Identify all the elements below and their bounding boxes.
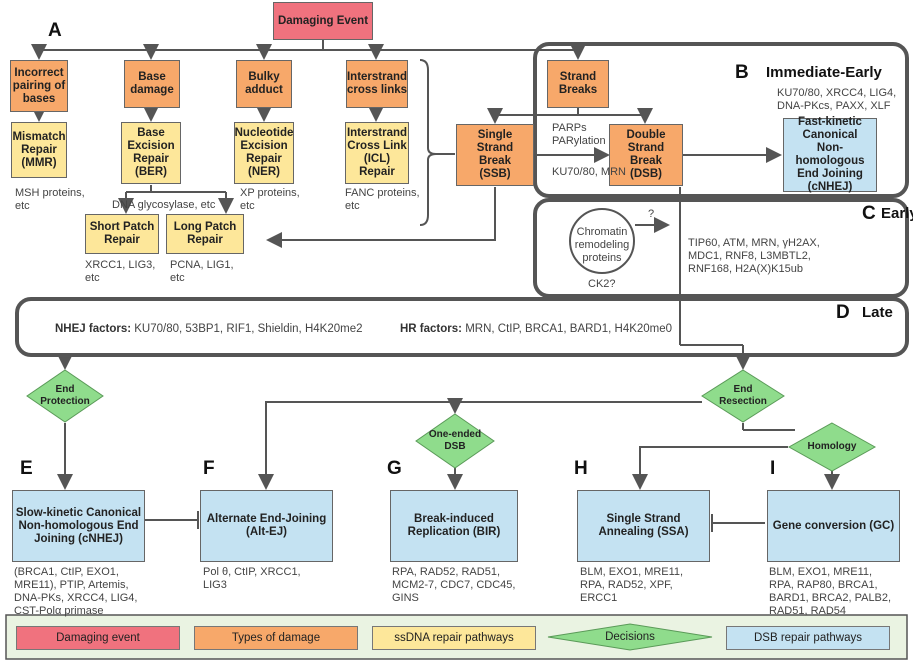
label-f: F bbox=[203, 458, 215, 479]
legend-ssdna: ssDNA repair pathways bbox=[372, 626, 536, 650]
ck2-note: CK2? bbox=[588, 278, 616, 290]
gc-box: Gene conversion (GC) bbox=[767, 490, 900, 562]
g-note: RPA, RAD52, RAD51, MCM2-7, CDC7, CDC45, … bbox=[392, 566, 516, 604]
one-ended-dsb-label: One-ended DSB bbox=[428, 429, 482, 452]
bir-box: Break-induced Replication (BIR) bbox=[390, 490, 518, 562]
legend-damaging-event: Damaging event bbox=[16, 626, 180, 650]
late-panel bbox=[15, 297, 909, 357]
legend-types-of-damage: Types of damage bbox=[194, 626, 358, 650]
one-ended-dsb-diamond bbox=[415, 413, 495, 469]
ner-note: XP proteins, etc bbox=[240, 187, 300, 212]
fast-cnhej-box: Fast-kinetic Canonical Non-homologous En… bbox=[783, 116, 877, 193]
h-note: BLM, EXO1, MRE11, RPA, RAD52, XPF, ERCC1 bbox=[580, 566, 684, 604]
label-h: H bbox=[574, 458, 588, 479]
chromatin-label: Chromatin remodeling proteins bbox=[574, 226, 630, 264]
ber-box: Base Excision Repair (BER) bbox=[121, 122, 181, 184]
hr-factors: HR factors: MRN, CtIP, BRCA1, BARD1, H4K… bbox=[400, 323, 672, 335]
question-mark: ? bbox=[648, 208, 655, 220]
end-protection-diamond bbox=[26, 369, 104, 423]
end-protection-label: End Protection bbox=[40, 384, 90, 407]
early-panel bbox=[533, 198, 909, 298]
ssb-box: Single Strand Break (SSB) bbox=[456, 124, 534, 186]
short-patch-box: Short Patch Repair bbox=[85, 214, 159, 254]
e-note: (BRCA1, CtIP, EXO1, MRE11), PTIP, Artemi… bbox=[14, 566, 138, 617]
legend-dsb: DSB repair pathways bbox=[726, 626, 890, 650]
fast-cnhej-note: KU70/80, XRCC4, LIG4, DNA-PKcs, PAXX, XL… bbox=[777, 87, 897, 112]
label-e: E bbox=[20, 458, 33, 479]
long-patch-box: Long Patch Repair bbox=[166, 214, 244, 254]
icl-note: FANC proteins, etc bbox=[345, 187, 420, 212]
label-i: I bbox=[770, 458, 776, 479]
end-resection-label: End Resection bbox=[719, 384, 767, 407]
early-factors-note: TIP60, ATM, MRN, γH2AX, MDC1, RNF8, L3MB… bbox=[688, 237, 820, 275]
label-g: G bbox=[387, 458, 402, 479]
homology-diamond bbox=[787, 422, 877, 472]
label-c: C bbox=[862, 203, 876, 224]
interstrand-box: Interstrand cross links bbox=[346, 60, 408, 108]
i-note: BLM, EXO1, MRE11, RPA, RAP80, BRCA1, BAR… bbox=[769, 566, 892, 617]
dsb-box: Double Strand Break (DSB) bbox=[609, 124, 683, 186]
immediate-early-panel bbox=[533, 42, 909, 198]
legend-decisions: Decisions bbox=[605, 631, 655, 643]
phase-early: Early bbox=[881, 205, 913, 222]
end-resection-diamond bbox=[701, 369, 785, 423]
homology-label: Homology bbox=[807, 441, 857, 452]
long-patch-note: PCNA, LIG1, etc bbox=[170, 259, 234, 284]
strand-breaks-box: Strand Breaks bbox=[547, 60, 609, 108]
ner-box: Nucleotide Excision Repair (NER) bbox=[234, 122, 294, 184]
nhej-factors: NHEJ factors: KU70/80, 53BP1, RIF1, Shie… bbox=[55, 323, 362, 335]
slow-cnhej-box: Slow-kinetic Canonical Non-homologous En… bbox=[12, 490, 145, 562]
nhej-factors-values: KU70/80, 53BP1, RIF1, Shieldin, H4K20me2 bbox=[134, 323, 363, 335]
damaging-event-box: Damaging Event bbox=[273, 2, 373, 40]
nhej-factors-label: NHEJ factors: bbox=[55, 323, 132, 335]
alt-ej-box: Alternate End-Joining (Alt-EJ) bbox=[200, 490, 333, 562]
bulky-adduct-box: Bulky adduct bbox=[236, 60, 292, 108]
hr-factors-values: MRN, CtIP, BRCA1, BARD1, H4K20me0 bbox=[465, 323, 673, 335]
mmr-box: Mismatch Repair (MMR) bbox=[11, 122, 67, 178]
incorrect-pairing-box: Incorrect pairing of bases bbox=[10, 60, 68, 112]
phase-immediate-early: Immediate-Early bbox=[766, 64, 882, 81]
ssa-box: Single Strand Annealing (SSA) bbox=[577, 490, 710, 562]
mmr-note: MSH proteins, etc bbox=[15, 187, 85, 212]
legend-decision-diamond bbox=[547, 623, 713, 651]
label-a: A bbox=[48, 20, 62, 41]
short-patch-note: XRCC1, LIG3, etc bbox=[85, 259, 156, 284]
icl-box: Interstrand Cross Link (ICL) Repair bbox=[345, 122, 409, 184]
ber-note: DNA glycosylase, etc bbox=[112, 199, 216, 211]
chromatin-circle bbox=[569, 208, 635, 274]
label-d: D bbox=[836, 302, 850, 323]
hr-factors-label: HR factors: bbox=[400, 323, 462, 335]
parps-note: PARPs PARylation bbox=[552, 122, 606, 147]
base-damage-box: Base damage bbox=[124, 60, 180, 108]
ku-mrn-note: KU70/80, MRN bbox=[552, 166, 626, 178]
phase-late: Late bbox=[862, 304, 893, 321]
f-note: Pol θ, CtIP, XRCC1, LIG3 bbox=[203, 566, 301, 591]
label-b: B bbox=[735, 62, 749, 83]
